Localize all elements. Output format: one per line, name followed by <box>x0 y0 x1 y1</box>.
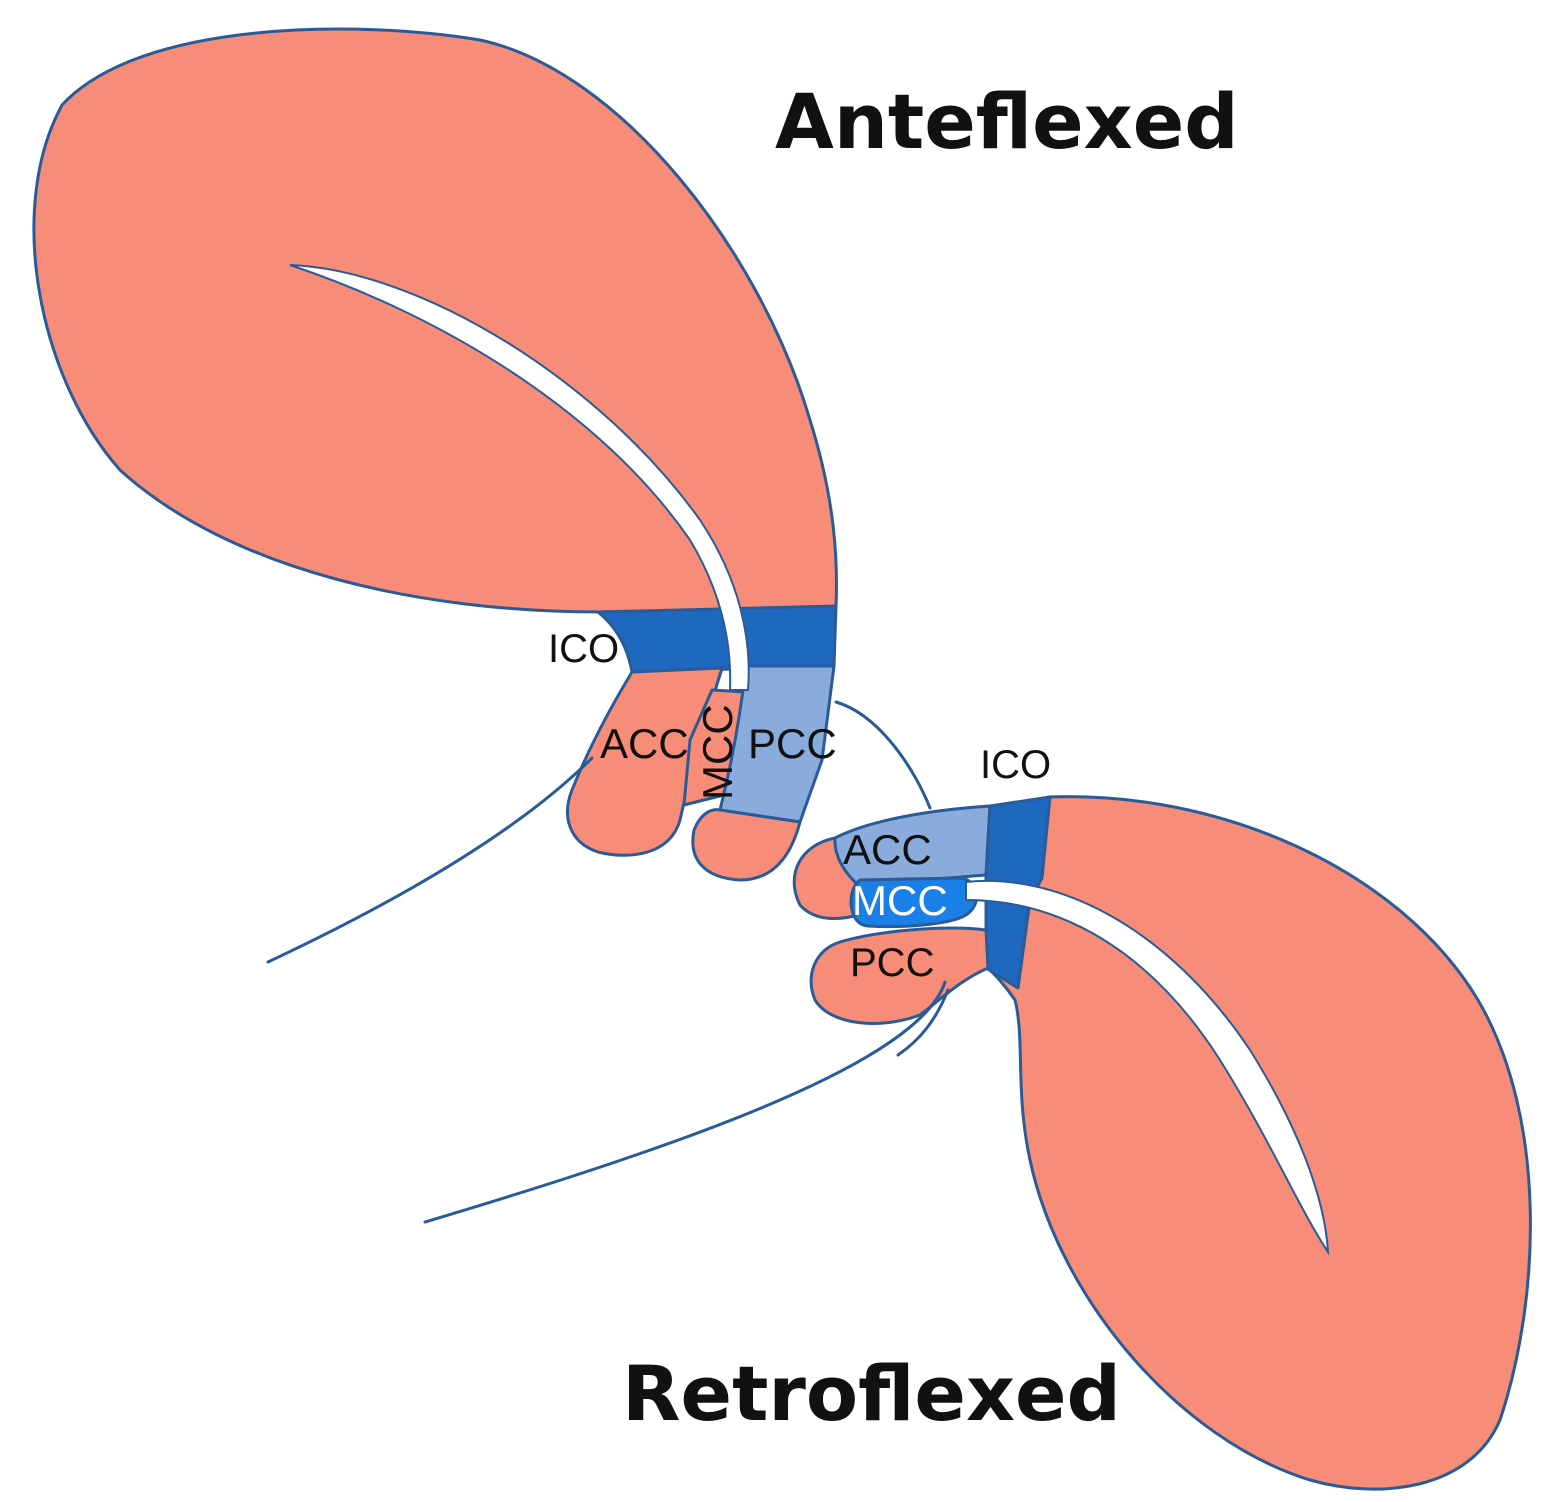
anteflexed-ico-label: ICO <box>548 627 619 671</box>
anteflexed-cervix-lip <box>691 808 802 882</box>
anteflexed-acc-label: ACC <box>600 720 689 767</box>
anteflexed-vaginal-wall <box>266 756 594 964</box>
retroflexed-vaginal-wall <box>423 980 947 1224</box>
retroflexed-acc-lip <box>792 836 860 920</box>
retroflexed-mcc-label: MCC <box>852 877 948 924</box>
anteflexed-ico-band <box>596 604 838 674</box>
retroflexed-uterine-body <box>986 795 1532 1491</box>
anteflexed-endometrial-cavity <box>289 264 750 691</box>
anteflexed-uterus <box>32 27 932 964</box>
anteflexed-posterior-fornix-line <box>834 700 932 810</box>
retroflexed-pcc-label: PCC <box>850 941 934 985</box>
anteflexed-mcc-label: MCC <box>694 704 741 800</box>
retroflexed-anterior-fornix-line <box>896 988 950 1057</box>
retroflexed-ico-label: ICO <box>980 743 1051 787</box>
anteflexed-title: Anteflexed <box>775 77 1239 166</box>
retroflexed-acc-label: ACC <box>843 826 932 873</box>
retroflexed-title: Retroflexed <box>622 1349 1121 1438</box>
retroflexed-pcc-region <box>809 926 990 1025</box>
anteflexed-pcc-label: PCC <box>748 720 837 767</box>
retroflexed-uterus <box>423 795 1532 1491</box>
retroflexed-endometrial-cavity <box>965 880 1330 1256</box>
